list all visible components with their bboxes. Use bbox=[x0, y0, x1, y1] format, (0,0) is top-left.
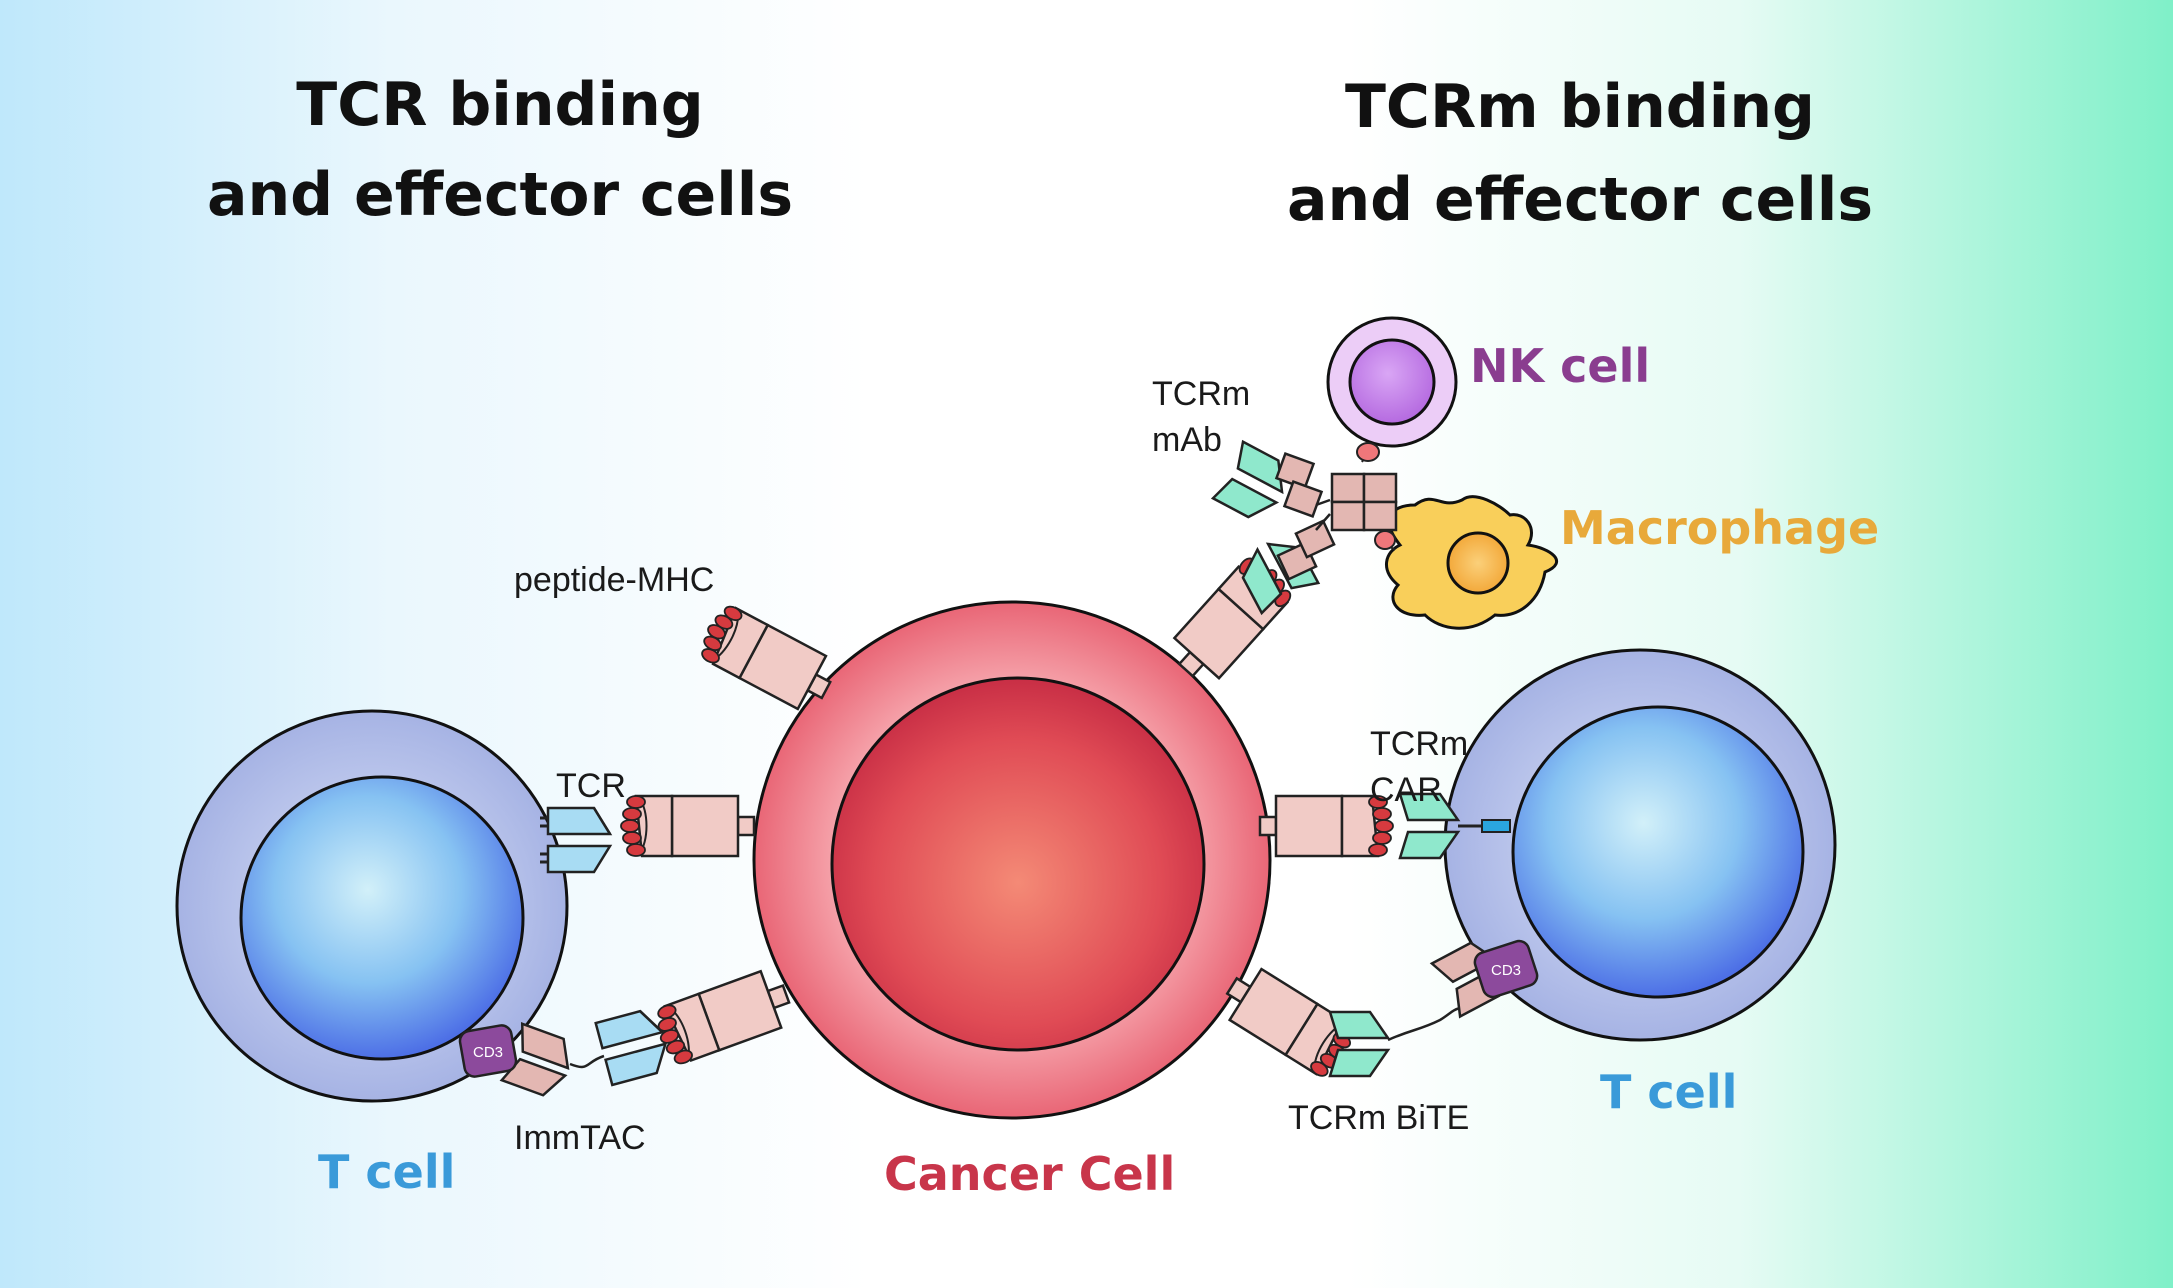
bite-linker bbox=[1387, 1006, 1461, 1042]
title-right-line1: TCRm binding bbox=[1345, 72, 1815, 142]
macrophage bbox=[1374, 495, 1559, 630]
tcr-receptor bbox=[540, 806, 612, 874]
cd3-right-label: CD3 bbox=[1491, 962, 1521, 979]
label-tcrm-mab-1: TCRm bbox=[1152, 375, 1251, 413]
tcrm-mab bbox=[1211, 440, 1398, 615]
title-right-line2: and effector cells bbox=[1286, 165, 1874, 235]
peptide-mhc-mab bbox=[1162, 549, 1299, 692]
label-tcrm-bite: TCRm BiTE bbox=[1288, 1099, 1470, 1137]
cd3-left-label: CD3 bbox=[473, 1044, 503, 1061]
title-left-line1: TCR binding bbox=[296, 70, 704, 140]
title-left-line2: and effector cells bbox=[206, 160, 794, 230]
label-immtac: ImmTAC bbox=[514, 1119, 646, 1157]
immtac-linker bbox=[569, 1054, 605, 1069]
label-peptide-mhc: peptide-MHC bbox=[514, 561, 715, 599]
cd3-right bbox=[1473, 939, 1539, 999]
tcrm-car bbox=[1398, 792, 1511, 860]
nk-cell bbox=[1326, 316, 1458, 463]
immtac bbox=[594, 1005, 674, 1087]
label-tcr: TCR bbox=[556, 767, 626, 805]
label-macrophage: Macrophage bbox=[1560, 501, 1880, 555]
cancer-cell bbox=[752, 600, 1272, 1120]
label-cancer-cell: Cancer Cell bbox=[884, 1147, 1176, 1201]
label-t-cell-right: T cell bbox=[1600, 1065, 1738, 1119]
peptide-mhc-car bbox=[1258, 794, 1394, 858]
label-nk-cell: NK cell bbox=[1470, 339, 1651, 393]
label-tcrm-car-1: TCRm bbox=[1370, 725, 1469, 763]
label-t-cell-left: T cell bbox=[318, 1145, 456, 1199]
label-tcrm-car-2: CAR bbox=[1370, 771, 1442, 809]
peptide-mhc-immtac bbox=[649, 964, 798, 1069]
peptide-mhc-tcr bbox=[619, 794, 756, 858]
cd3-left bbox=[458, 1024, 518, 1078]
t-cell-left bbox=[175, 709, 569, 1103]
label-tcrm-mab-2: mAb bbox=[1152, 421, 1222, 459]
